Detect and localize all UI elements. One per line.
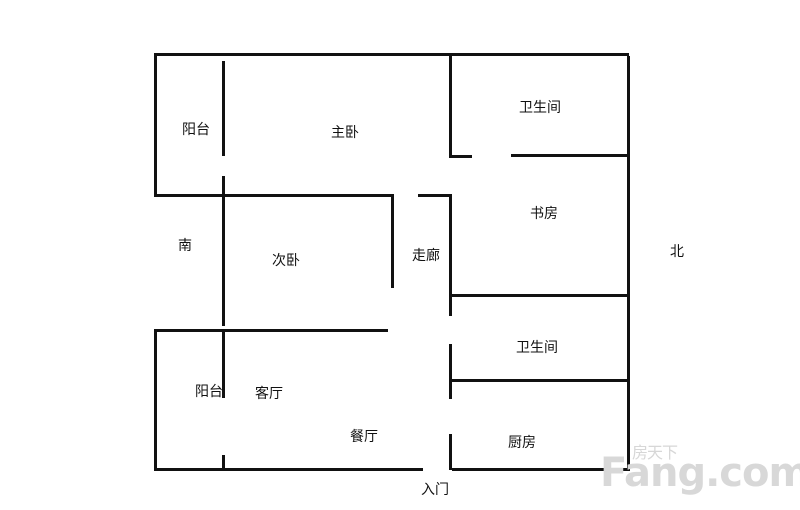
outer-wall-top bbox=[154, 53, 629, 56]
second-bedroom-label: 次卧 bbox=[272, 253, 300, 269]
bathroom-top-bottom-right bbox=[511, 154, 629, 157]
inner-wall-left-4 bbox=[222, 455, 225, 470]
inner-wall-left-3 bbox=[222, 331, 225, 398]
outer-wall-bottom-left bbox=[154, 468, 423, 471]
watermark-chinese-text: 房天下 bbox=[632, 443, 678, 462]
inner-wall-left-2 bbox=[222, 176, 225, 326]
right-partition-middle bbox=[449, 194, 452, 316]
balcony-bottom-outer-left bbox=[154, 329, 157, 470]
bathroom-top-label: 卫生间 bbox=[519, 100, 561, 116]
balcony-top-bottom bbox=[154, 194, 394, 197]
master-bedroom-label: 主卧 bbox=[331, 125, 359, 141]
balcony-bottom-top bbox=[154, 329, 388, 332]
outer-wall-right bbox=[627, 56, 630, 470]
watermark-english-text: Fang.com bbox=[600, 450, 800, 496]
balcony-bottom-label: 阳台 bbox=[195, 384, 223, 400]
corridor-label: 走廊 bbox=[412, 248, 440, 264]
study-bottom-wall bbox=[452, 294, 629, 297]
right-partition-top bbox=[449, 56, 452, 158]
bathroom-bottom-bottom-wall bbox=[452, 379, 629, 382]
dining-room-label: 餐厅 bbox=[350, 429, 378, 445]
bathroom-top-bottom-left bbox=[449, 155, 472, 158]
outer-wall-bottom-right bbox=[452, 468, 630, 471]
balcony-top-outer-left bbox=[154, 53, 157, 196]
kitchen-label: 厨房 bbox=[508, 435, 536, 451]
balcony-top-label: 阳台 bbox=[182, 122, 210, 138]
right-partition-lower bbox=[449, 344, 452, 399]
living-room-label: 客厅 bbox=[255, 386, 283, 402]
entrance-label: 入门 bbox=[421, 482, 449, 498]
fang-watermark: 房天下 Fang.com bbox=[598, 438, 800, 498]
north-direction-label: 北 bbox=[670, 244, 684, 260]
corridor-top-wall bbox=[418, 194, 452, 197]
study-label: 书房 bbox=[530, 206, 558, 222]
inner-wall-left-1 bbox=[222, 61, 225, 156]
bathroom-bottom-label: 卫生间 bbox=[516, 340, 558, 356]
corridor-left-wall bbox=[391, 195, 394, 288]
right-partition-bottom bbox=[449, 434, 452, 470]
south-direction-label: 南 bbox=[178, 238, 192, 254]
